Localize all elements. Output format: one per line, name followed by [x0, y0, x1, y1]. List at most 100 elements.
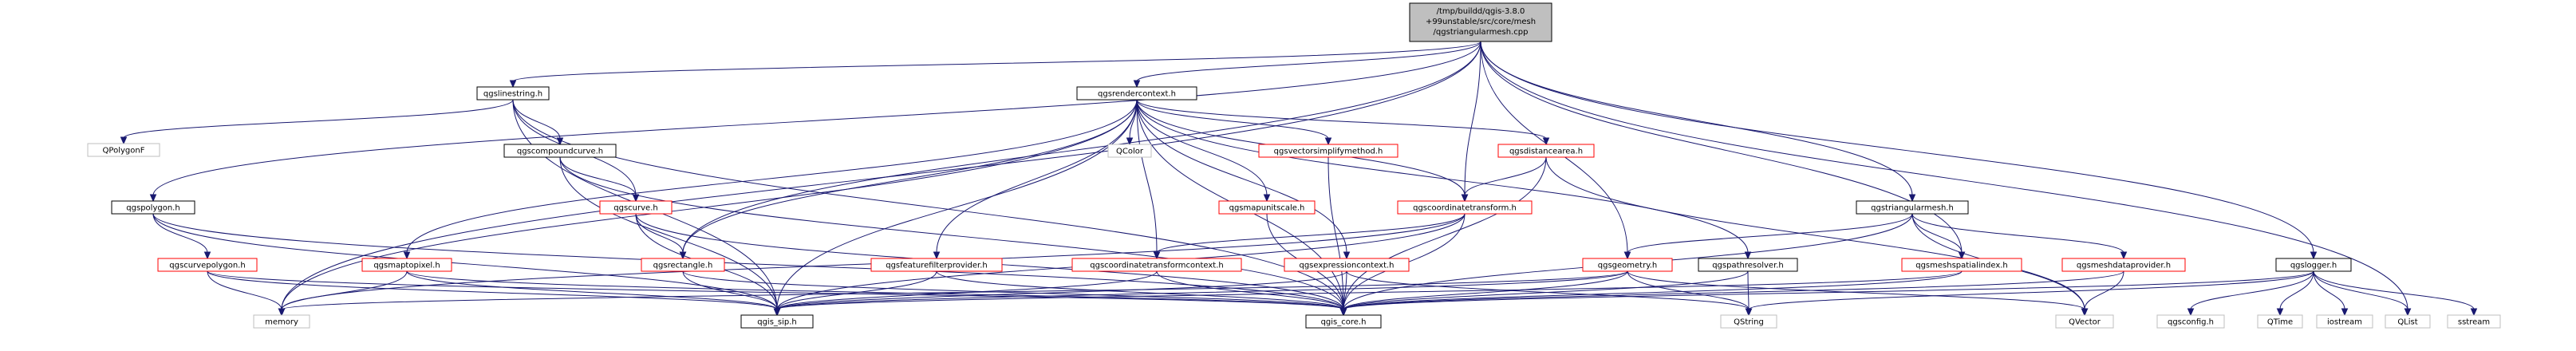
- edge-arrowhead: [2310, 251, 2318, 260]
- node-qgslogger-h[interactable]: qgslogger.h: [2275, 258, 2352, 272]
- edge-arrowhead: [403, 251, 411, 260]
- node-label: QTime: [2267, 318, 2293, 327]
- node-iostream[interactable]: iostream: [2316, 314, 2373, 329]
- node-qgsexpressioncontext-h[interactable]: qgsexpressioncontext.h: [1284, 258, 1410, 272]
- edge-arrowhead: [1461, 194, 1469, 203]
- edge-qgsdistancearea-h-to-qgscoordinatetransform-h: [1464, 156, 1547, 196]
- edge-qgsgeometry-h-to-qgis-sip-h: [776, 270, 1628, 310]
- edge-qgsfeaturefilterprovider-h-to-qgis-core-h: [936, 270, 1344, 310]
- edge-arrowhead: [278, 308, 286, 317]
- node-label: qgsmaptopixel.h: [373, 262, 440, 270]
- edge-arrowhead: [773, 308, 781, 317]
- root-node[interactable]: /tmp/buildd/qgis-3.8.0 +99unstable/src/c…: [1409, 2, 1552, 42]
- node-qgscompoundcurve-h[interactable]: qgscompoundcurve.h: [503, 144, 617, 158]
- edge-qgstriangularmesh-h-to-qgsmeshspatialindex-h: [1911, 213, 1963, 254]
- root-label-line-1: /tmp/buildd/qgis-3.8.0: [1437, 7, 1525, 16]
- edge-qgscoordinatetransformcontext-h-to-qgis-core-h: [1156, 270, 1344, 310]
- node-qgsdistancearea-h[interactable]: qgsdistancearea.h: [1497, 144, 1595, 158]
- node-qpolygonf[interactable]: QPolygonF: [87, 143, 160, 157]
- node-qgsrectangle-h[interactable]: qgsrectangle.h: [641, 258, 725, 272]
- node-label: qgsrendercontext.h: [1098, 90, 1176, 99]
- edge-qgsrendercontext-h-to-qgsexpressioncontext-h: [1136, 99, 1347, 254]
- edge-arrowhead: [120, 136, 128, 145]
- node-label: QVector: [2069, 318, 2101, 327]
- node-box: [1258, 144, 1398, 158]
- edge-qgsmeshspatialindex-h-to-qgis-sip-h: [776, 270, 1963, 310]
- node-box: [2061, 258, 2186, 272]
- node-qgslinestring-h[interactable]: qgslinestring.h: [476, 86, 550, 101]
- root-label-line-2: +99unstable/src/core/mesh: [1426, 18, 1536, 26]
- node-label: qgsmeshdataprovider.h: [2077, 262, 2171, 270]
- node-label: qgspolygon.h: [126, 204, 179, 213]
- node-label: qgis_core.h: [1321, 318, 1367, 327]
- node-qgsmeshspatialindex-h[interactable]: qgsmeshspatialindex.h: [1901, 258, 2022, 272]
- edge-qgsgeometry-h-to-qvector: [1627, 270, 2085, 310]
- edge-qgspathresolver-h-to-qgis-core-h: [1343, 270, 1749, 310]
- node-sstream[interactable]: sstream: [2447, 314, 2501, 329]
- node-label: memory: [265, 318, 298, 327]
- node-qstring[interactable]: QString: [1720, 314, 1777, 329]
- node-qgis-sip-h[interactable]: qgis_sip.h: [740, 314, 814, 329]
- edge-arrowhead: [1324, 137, 1332, 146]
- edge-arrowhead: [1623, 251, 1631, 260]
- node-box: [740, 314, 814, 329]
- edge-qgslinestring-h-to-qgscompoundcurve-h: [512, 99, 561, 140]
- node-label: qgsfeaturefilterprovider.h: [886, 262, 988, 270]
- node-qvector[interactable]: QVector: [2055, 314, 2114, 329]
- edge-qgstriangularmesh-h-to-qgsmeshdataprovider-h: [1911, 213, 2124, 254]
- edge-arrowhead: [149, 194, 157, 203]
- node-qgsvectorsimplifymethod-h[interactable]: qgsvectorsimplifymethod.h: [1258, 144, 1398, 158]
- node-qgstriangularmesh-h[interactable]: qgstriangularmesh.h: [1856, 200, 1969, 215]
- edge-qgscurvepolygon-h-to-memory: [207, 270, 282, 310]
- edge-qgslogger-h-to-qgsconfig-h: [2190, 270, 2314, 310]
- node-label: qgscompoundcurve.h: [517, 148, 603, 156]
- node-label: qgsconfig.h: [2168, 318, 2214, 327]
- node-qgsgeometry-h[interactable]: qgsgeometry.h: [1582, 258, 1673, 272]
- node-qgscoordinatetransformcontext-h[interactable]: qgscoordinatetransformcontext.h: [1071, 258, 1242, 272]
- edge-qgspolygon-h-to-qgis-core-h: [152, 213, 1344, 310]
- node-label: qgsmapunitscale.h: [1229, 204, 1305, 213]
- node-qtime[interactable]: QTime: [2257, 314, 2303, 329]
- node-label: qgsrectangle.h: [653, 262, 713, 270]
- edge-qgsrendercontext-h-to-qgsvectorsimplifymethod-h: [1136, 99, 1329, 140]
- node-qlist[interactable]: QList: [2385, 314, 2431, 329]
- edge-qgspolygon-h-to-qgis-sip-h: [152, 213, 778, 310]
- node-label: qgslogger.h: [2290, 262, 2337, 270]
- node-qgsconfig-h[interactable]: qgsconfig.h: [2156, 314, 2225, 329]
- edge-arrowhead: [203, 251, 211, 260]
- edge-qgsmaptopixel-h-to-memory: [281, 270, 408, 310]
- edge-root-to-qgslogger-h: [1480, 41, 2314, 254]
- node-qgsfeaturefilterprovider-h[interactable]: qgsfeaturefilterprovider.h: [870, 258, 1003, 272]
- node-qgsmeshdataprovider-h[interactable]: qgsmeshdataprovider.h: [2061, 258, 2186, 272]
- node-qgscurvepolygon-h[interactable]: qgscurvepolygon.h: [157, 258, 258, 272]
- node-qgsmapunitscale-h[interactable]: qgsmapunitscale.h: [1218, 200, 1316, 215]
- node-box: [2385, 314, 2431, 329]
- edge-qgslogger-h-to-qlist: [2313, 270, 2408, 310]
- edge-arrowhead: [2470, 308, 2478, 317]
- edge-root-to-qgspolygon-h: [152, 41, 1481, 196]
- node-qgis-core-h[interactable]: qgis_core.h: [1305, 314, 1382, 329]
- node-qgspolygon-h[interactable]: qgspolygon.h: [111, 200, 195, 215]
- edge-qgsgeometry-h-to-qgis-core-h: [1343, 270, 1628, 310]
- node-memory[interactable]: memory: [253, 314, 310, 329]
- edge-qgsrendercontext-h-to-qgsrectangle-h: [682, 99, 1138, 254]
- edge-qgsrendercontext-h-to-qgscoordinatetransformcontext-h: [1136, 99, 1158, 254]
- node-box: [1397, 200, 1533, 215]
- node-qgsrendercontext-h[interactable]: qgsrendercontext.h: [1076, 86, 1197, 101]
- node-box: [87, 143, 160, 157]
- node-qgscurve-h[interactable]: qgscurve.h: [599, 200, 673, 215]
- edge-qgslogger-h-to-qstring: [1748, 270, 2314, 310]
- node-qgspathresolver-h[interactable]: qgspathresolver.h: [1698, 258, 1798, 272]
- node-label: qgscurvepolygon.h: [169, 262, 245, 270]
- node-qcolor[interactable]: QColor: [1107, 144, 1152, 158]
- edge-qgstriangularmesh-h-to-qgsgeometry-h: [1627, 213, 1913, 254]
- node-label: iostream: [2327, 318, 2362, 327]
- edge-root-to-qgslinestring-h: [512, 41, 1481, 82]
- node-qgsmaptopixel-h[interactable]: qgsmaptopixel.h: [361, 258, 452, 272]
- node-box: [253, 314, 310, 329]
- edge-arrowhead: [2187, 308, 2195, 317]
- edge-root-to-qgstriangularmesh-h: [1480, 41, 1913, 196]
- node-qgscoordinatetransform-h[interactable]: qgscoordinatetransform.h: [1397, 200, 1533, 215]
- edge-arrowhead: [1343, 251, 1351, 260]
